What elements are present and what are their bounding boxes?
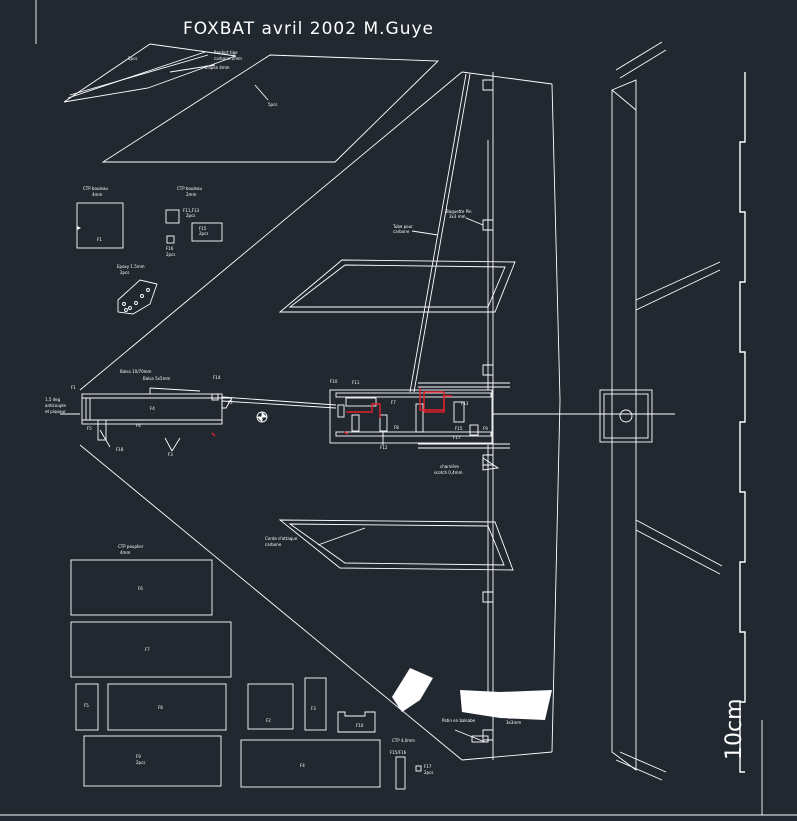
label-p-f6: F6 [138,586,143,591]
label-baguette-pin-2-sub: 3x3mm [506,720,521,725]
label-tube-pour: Tube pour [392,224,413,229]
label-f18: F18 [116,447,124,452]
label-f12: F12 [380,445,388,450]
label-f11: F11 [352,380,360,385]
wing-outline [79,71,561,761]
label-p-f2: F2 [266,718,271,723]
label-f3-small: F3 [168,452,173,457]
baguette-tabs: Baguette Pin 3x3 mm [446,79,493,741]
scale-bar: 10cm [722,72,747,773]
label-f5: F5 [87,426,92,431]
label-epoxy: Epoxy 1.5mm [117,264,145,269]
label-f9: F9 [483,426,488,431]
label-p-f8: F8 [158,705,163,710]
plan-title: FOXBAT avril 2002 M.Guye [183,19,434,39]
label-f17: F17 [453,435,461,440]
label-f11-f13-sub: 2pcs [186,213,195,218]
label-pos-2: anticouple [45,403,66,408]
fuselage: Balsa 10/70mm Balsa 5x5mm F14 F10 F11 F1… [45,369,675,475]
label-p-f10: F10 [356,723,364,728]
label-f8-center: F8 [394,425,399,430]
label-corde-sub: carbone [265,542,282,547]
label-f15-sub: 2pcs [199,231,208,236]
label-f10: F10 [330,379,338,384]
label-p-f7: F7 [145,647,150,652]
label-f7-center: F7 [391,400,396,405]
label-balsa-1: Balsa 10/70mm [120,369,152,374]
label-patin: Patin en balsabe [442,718,476,723]
label-balsa-2: Balsa 5x5mm [143,376,170,381]
label-pos-1: 1,5 deg [45,397,61,402]
upper-panel [278,259,516,313]
label-f11-f13: F11,F13 [183,208,200,213]
epoxy-part: Epoxy 1.5mm 2pcs [117,264,158,315]
label-ctp-bouleau-1: CTP bouleau [83,186,108,191]
label-epaisseur-1: 5pcs [128,56,137,61]
top-sheet-part: 5pcs [101,54,440,163]
top-left-spar-part: 5pcs Renfort tige carbone 2mm Ellipse 4m… [63,43,242,103]
label-f16: F16 [166,246,174,251]
label-baguette-pin-2: Baguette Pin [503,714,529,719]
label-ctp-peuplier: CTP peuplier [118,544,144,549]
label-epaisseur-2: 5pcs [268,102,277,107]
elevon [599,41,723,781]
label-baguette-pin-1-sub: 3x3 mm [449,214,466,219]
scale-bar-label: 10cm [722,698,747,760]
label-renfort-tige: Renfort tige [214,50,238,55]
label-f4: F4 [150,406,155,411]
label-p-f3: F3 [311,706,316,711]
label-f14: F14 [213,375,221,380]
bottom-details: Patin en balsabe Baguette Pin 3x3mm [392,668,552,743]
label-p-f9: F9 [136,754,141,759]
label-ctp-peuplier-sub: 4mm [120,550,130,555]
label-ctp-bouleau-1-sub: 4mm [92,192,102,197]
label-charniere: charnière [440,464,459,469]
label-p-f5: F5 [84,703,89,708]
label-ellipse: Ellipse 4mm [205,65,230,70]
label-p-f15-16: F15/F16 [390,750,407,755]
label-p-f17-sub: 2pcs [424,770,433,775]
ctp-bouleau-parts: CTP bouleau 4mm F1 CTP bouleau 2mm F11,F… [76,186,223,257]
label-corde: Corde d'attaque [265,536,298,541]
carbon-tube: Tube pour carbone [392,73,471,393]
label-ctp-4mm: CTP 4,0mm [392,738,415,743]
label-p-f9-sub: 2pcs [136,760,145,765]
label-baguette-pin-1: Baguette Pin [446,209,472,214]
label-epoxy-sub: 2pcs [120,270,129,275]
ctp-peuplier-parts: CTP peuplier 4mm F6 F7 F5 F8 F9 2pcs F2 … [70,544,433,790]
label-ctp-bouleau-2-sub: 2mm [186,192,196,197]
label-f1-nose: F1 [71,385,76,390]
label-f15: F15 [199,226,207,231]
label-ctp-bouleau-2: CTP bouleau [177,186,202,191]
label-f13: F13 [461,401,469,406]
label-renfort-tige-sub: carbone 2mm [214,56,242,61]
label-f15-center: F15 [455,426,463,431]
label-f1: F1 [97,237,102,242]
label-charniere-sub: scotch 0,4mm [434,470,463,475]
label-pos-3: et piqueur [45,409,66,414]
label-f16-sub: 2pcs [166,252,175,257]
label-f2-left: F2 [228,400,233,405]
label-tube-pour-sub: carbone [393,229,410,234]
label-p-f17: F17 [424,764,432,769]
label-f6: F6 [136,423,141,428]
lower-panel: Corde d'attaque carbone [265,519,514,571]
label-p-f4: F4 [300,763,305,768]
